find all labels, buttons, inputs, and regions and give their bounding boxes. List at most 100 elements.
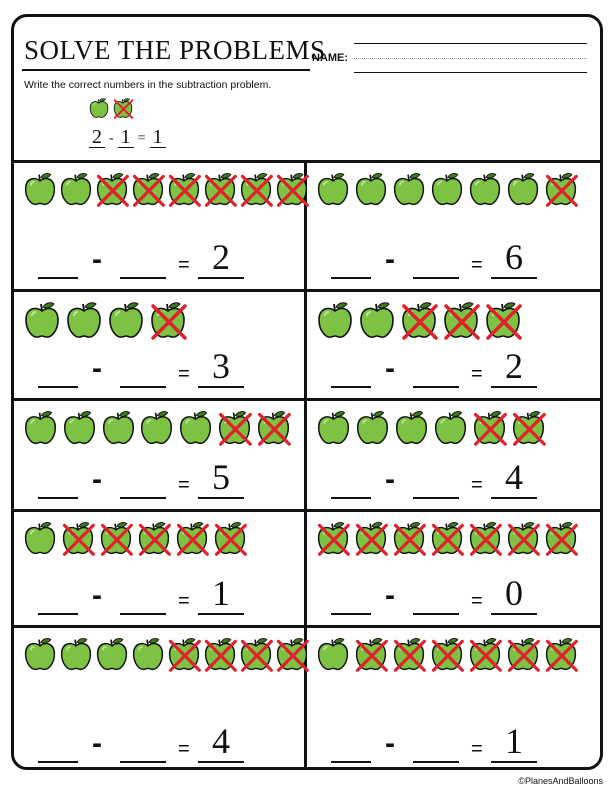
answer-underline bbox=[198, 277, 244, 279]
equals-sign: = bbox=[178, 363, 190, 385]
first-number-blank[interactable] bbox=[331, 613, 371, 615]
crossed-apple-icon bbox=[429, 520, 465, 556]
crossed-apple-icon bbox=[467, 520, 503, 556]
crossed-apple-icon bbox=[112, 97, 134, 119]
row-divider bbox=[14, 289, 600, 292]
problem-cell: -=2 bbox=[14, 163, 309, 289]
row-divider bbox=[14, 398, 600, 401]
example-first-number: 2 bbox=[89, 127, 105, 148]
answer-number: 1 bbox=[505, 721, 523, 761]
apple-row bbox=[22, 300, 188, 340]
apple-row bbox=[22, 520, 248, 556]
answer-underline bbox=[491, 277, 537, 279]
apple-icon bbox=[106, 300, 146, 340]
example-equals: = bbox=[137, 131, 146, 147]
apple-row bbox=[22, 409, 292, 446]
example-answer: 1 bbox=[149, 127, 166, 148]
answer-underline bbox=[198, 386, 244, 388]
minus-sign: - bbox=[385, 463, 395, 496]
example-minus: - bbox=[109, 131, 114, 147]
crossed-apple-icon bbox=[136, 520, 172, 556]
subtraction-equation: -=3 bbox=[28, 344, 298, 394]
example-equation: 2 - 1 = 1 bbox=[89, 127, 166, 148]
apple-row bbox=[315, 520, 579, 556]
crossed-apple-icon bbox=[60, 520, 96, 556]
second-number-blank[interactable] bbox=[120, 613, 166, 615]
subtraction-equation: -=6 bbox=[321, 235, 591, 285]
instruction-text: Write the correct numbers in the subtrac… bbox=[24, 79, 272, 91]
answer-number: 4 bbox=[505, 457, 523, 497]
subtraction-equation: -=4 bbox=[321, 455, 591, 505]
first-number-blank[interactable] bbox=[331, 386, 371, 388]
second-number-blank[interactable] bbox=[413, 613, 459, 615]
crossed-apple-icon bbox=[353, 520, 389, 556]
second-number-blank[interactable] bbox=[413, 497, 459, 499]
equals-sign: = bbox=[471, 363, 483, 385]
example-second-number: 1 bbox=[117, 127, 134, 148]
apple-row bbox=[315, 300, 523, 340]
apple-icon bbox=[391, 171, 427, 207]
apple-icon bbox=[315, 171, 351, 207]
crossed-apple-icon bbox=[202, 171, 238, 207]
crossed-apple-icon bbox=[467, 636, 503, 672]
first-number-blank[interactable] bbox=[331, 761, 371, 763]
second-number-blank[interactable] bbox=[413, 277, 459, 279]
apple-row bbox=[315, 171, 579, 207]
minus-sign: - bbox=[92, 463, 102, 496]
equals-sign: = bbox=[471, 738, 483, 760]
apple-row bbox=[22, 636, 310, 672]
first-number-blank[interactable] bbox=[38, 386, 78, 388]
answer-number: 1 bbox=[212, 573, 230, 613]
crossed-apple-icon bbox=[166, 171, 202, 207]
first-number-blank[interactable] bbox=[331, 277, 371, 279]
first-number-blank[interactable] bbox=[38, 277, 78, 279]
second-number-blank[interactable] bbox=[120, 386, 166, 388]
second-number-blank[interactable] bbox=[120, 761, 166, 763]
second-number-blank[interactable] bbox=[120, 497, 166, 499]
name-line[interactable] bbox=[354, 43, 587, 44]
title-underline bbox=[22, 69, 310, 71]
crossed-apple-icon bbox=[391, 636, 427, 672]
first-number-blank[interactable] bbox=[331, 497, 371, 499]
problem-cell: -=6 bbox=[307, 163, 600, 289]
apple-icon bbox=[88, 97, 110, 119]
name-line[interactable] bbox=[354, 72, 587, 73]
answer-number: 2 bbox=[505, 346, 523, 386]
apple-icon bbox=[429, 171, 465, 207]
apple-icon bbox=[130, 636, 166, 672]
crossed-apple-icon bbox=[429, 636, 465, 672]
crossed-apple-icon bbox=[543, 171, 579, 207]
first-number-blank[interactable] bbox=[38, 613, 78, 615]
crossed-apple-icon bbox=[238, 636, 274, 672]
apple-row bbox=[315, 636, 579, 672]
second-number-blank[interactable] bbox=[120, 277, 166, 279]
apple-icon bbox=[22, 409, 59, 446]
subtraction-equation: -=2 bbox=[28, 235, 298, 285]
subtraction-equation: -=1 bbox=[321, 719, 591, 767]
crossed-apple-icon bbox=[483, 300, 523, 340]
apple-icon bbox=[354, 409, 391, 446]
apple-row bbox=[315, 409, 547, 446]
problem-cell: -=3 bbox=[14, 292, 304, 398]
problem-cell: -=4 bbox=[307, 401, 600, 509]
subtraction-equation: -=4 bbox=[28, 719, 298, 767]
crossed-apple-icon bbox=[353, 636, 389, 672]
first-number-blank[interactable] bbox=[38, 761, 78, 763]
second-number-blank[interactable] bbox=[413, 386, 459, 388]
crossed-apple-icon bbox=[471, 409, 508, 446]
problem-cell: -=1 bbox=[14, 512, 304, 625]
apple-icon bbox=[94, 636, 130, 672]
problem-cell: -=1 bbox=[307, 628, 600, 767]
subtraction-equation: -=2 bbox=[321, 344, 591, 394]
apple-icon bbox=[22, 171, 58, 207]
row-divider bbox=[14, 509, 600, 512]
crossed-apple-icon bbox=[94, 171, 130, 207]
problem-cell: -=2 bbox=[307, 292, 600, 398]
first-number-blank[interactable] bbox=[38, 497, 78, 499]
apple-icon bbox=[61, 409, 98, 446]
minus-sign: - bbox=[92, 352, 102, 385]
answer-underline bbox=[491, 497, 537, 499]
second-number-blank[interactable] bbox=[413, 761, 459, 763]
equals-sign: = bbox=[178, 474, 190, 496]
name-guide-dotted bbox=[354, 58, 587, 59]
